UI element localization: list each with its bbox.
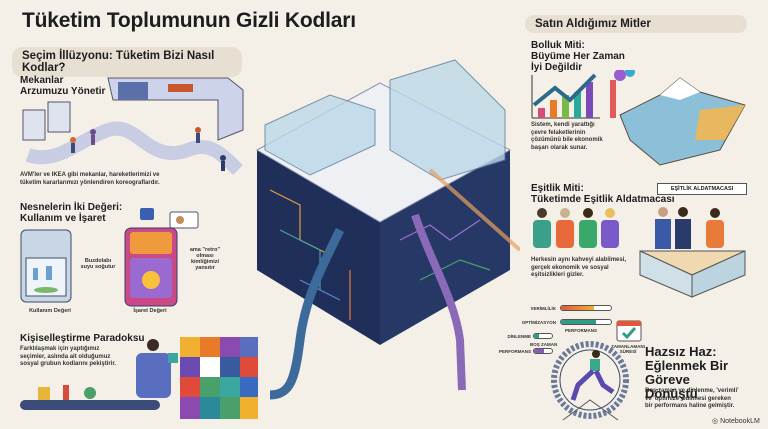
retro-fridge-sign-value-icon bbox=[124, 208, 199, 307]
personalization-heading: Kişiselleştirme Paradoksu bbox=[20, 333, 145, 344]
page-title: Tüketim Toplumunun Gizli Kodları bbox=[22, 9, 356, 32]
bar-label-performance: PERFORMANS bbox=[498, 349, 531, 354]
bar-label-efficiency: VERİMLİLİK bbox=[530, 306, 557, 311]
consumer-society-cube-illustration bbox=[255, 59, 520, 400]
equality-heading: Eşitlik Miti:Tüketimde Eşitlik Aldatmaca… bbox=[531, 183, 675, 205]
growth-chart-island-illustration bbox=[531, 70, 746, 166]
notebooklm-logo-icon: ◎ bbox=[712, 418, 719, 425]
sub-label-free-time: BOŞ ZAMAN bbox=[530, 342, 558, 347]
section-pill-myths: Satın Aldığımız Mitler bbox=[525, 15, 747, 33]
efficiency-bar bbox=[560, 305, 612, 311]
calendar-label: ZAMANLAMANI SÜRESİ bbox=[611, 344, 645, 354]
performance-bar bbox=[533, 348, 553, 354]
mall-path-illustration bbox=[22, 77, 244, 175]
objects-heading: Nesnelerin İki Değeri:Kullanım ve İşaret bbox=[20, 202, 123, 224]
bar-label-rest: DİNLENME bbox=[507, 334, 532, 339]
section-pill-choice-illusion: Seçim İllüzyonu: Tüketim Bizi Nasıl Kodl… bbox=[12, 47, 242, 77]
pleasure-text: Boş zaman ve dinlenme, 'verimli've 'opti… bbox=[645, 388, 739, 409]
sign-value-label: İşaret Değeri bbox=[133, 308, 167, 314]
hamster-wheel-runner-illustration bbox=[551, 341, 629, 421]
brand-label: NotebookLM bbox=[720, 417, 760, 425]
calendar-check-icon bbox=[616, 320, 642, 342]
rest-bar bbox=[533, 333, 553, 339]
use-value-label: Kullanım Değeri bbox=[29, 308, 71, 314]
equality-banner: EŞİTLİK ALDATMACASI bbox=[657, 183, 747, 195]
equality-people-illustration bbox=[533, 207, 746, 298]
sub-label-performance: PERFORMANS bbox=[565, 328, 598, 333]
spaces-caption: AVM'ler ve IKEA gibi mekanlar, hareketle… bbox=[20, 172, 160, 186]
fridge-use-value-icon bbox=[20, 229, 72, 303]
bar-label-optimization: OPTİMİZASYON bbox=[521, 320, 556, 325]
optimization-bar bbox=[560, 319, 612, 325]
notebooklm-brand: ◎NotebookLM bbox=[712, 417, 760, 426]
equality-text: Herkesin aynı kahveyi alabilmesi,gerçek … bbox=[531, 257, 627, 278]
conveyor-puzzle-illustration bbox=[20, 337, 258, 419]
